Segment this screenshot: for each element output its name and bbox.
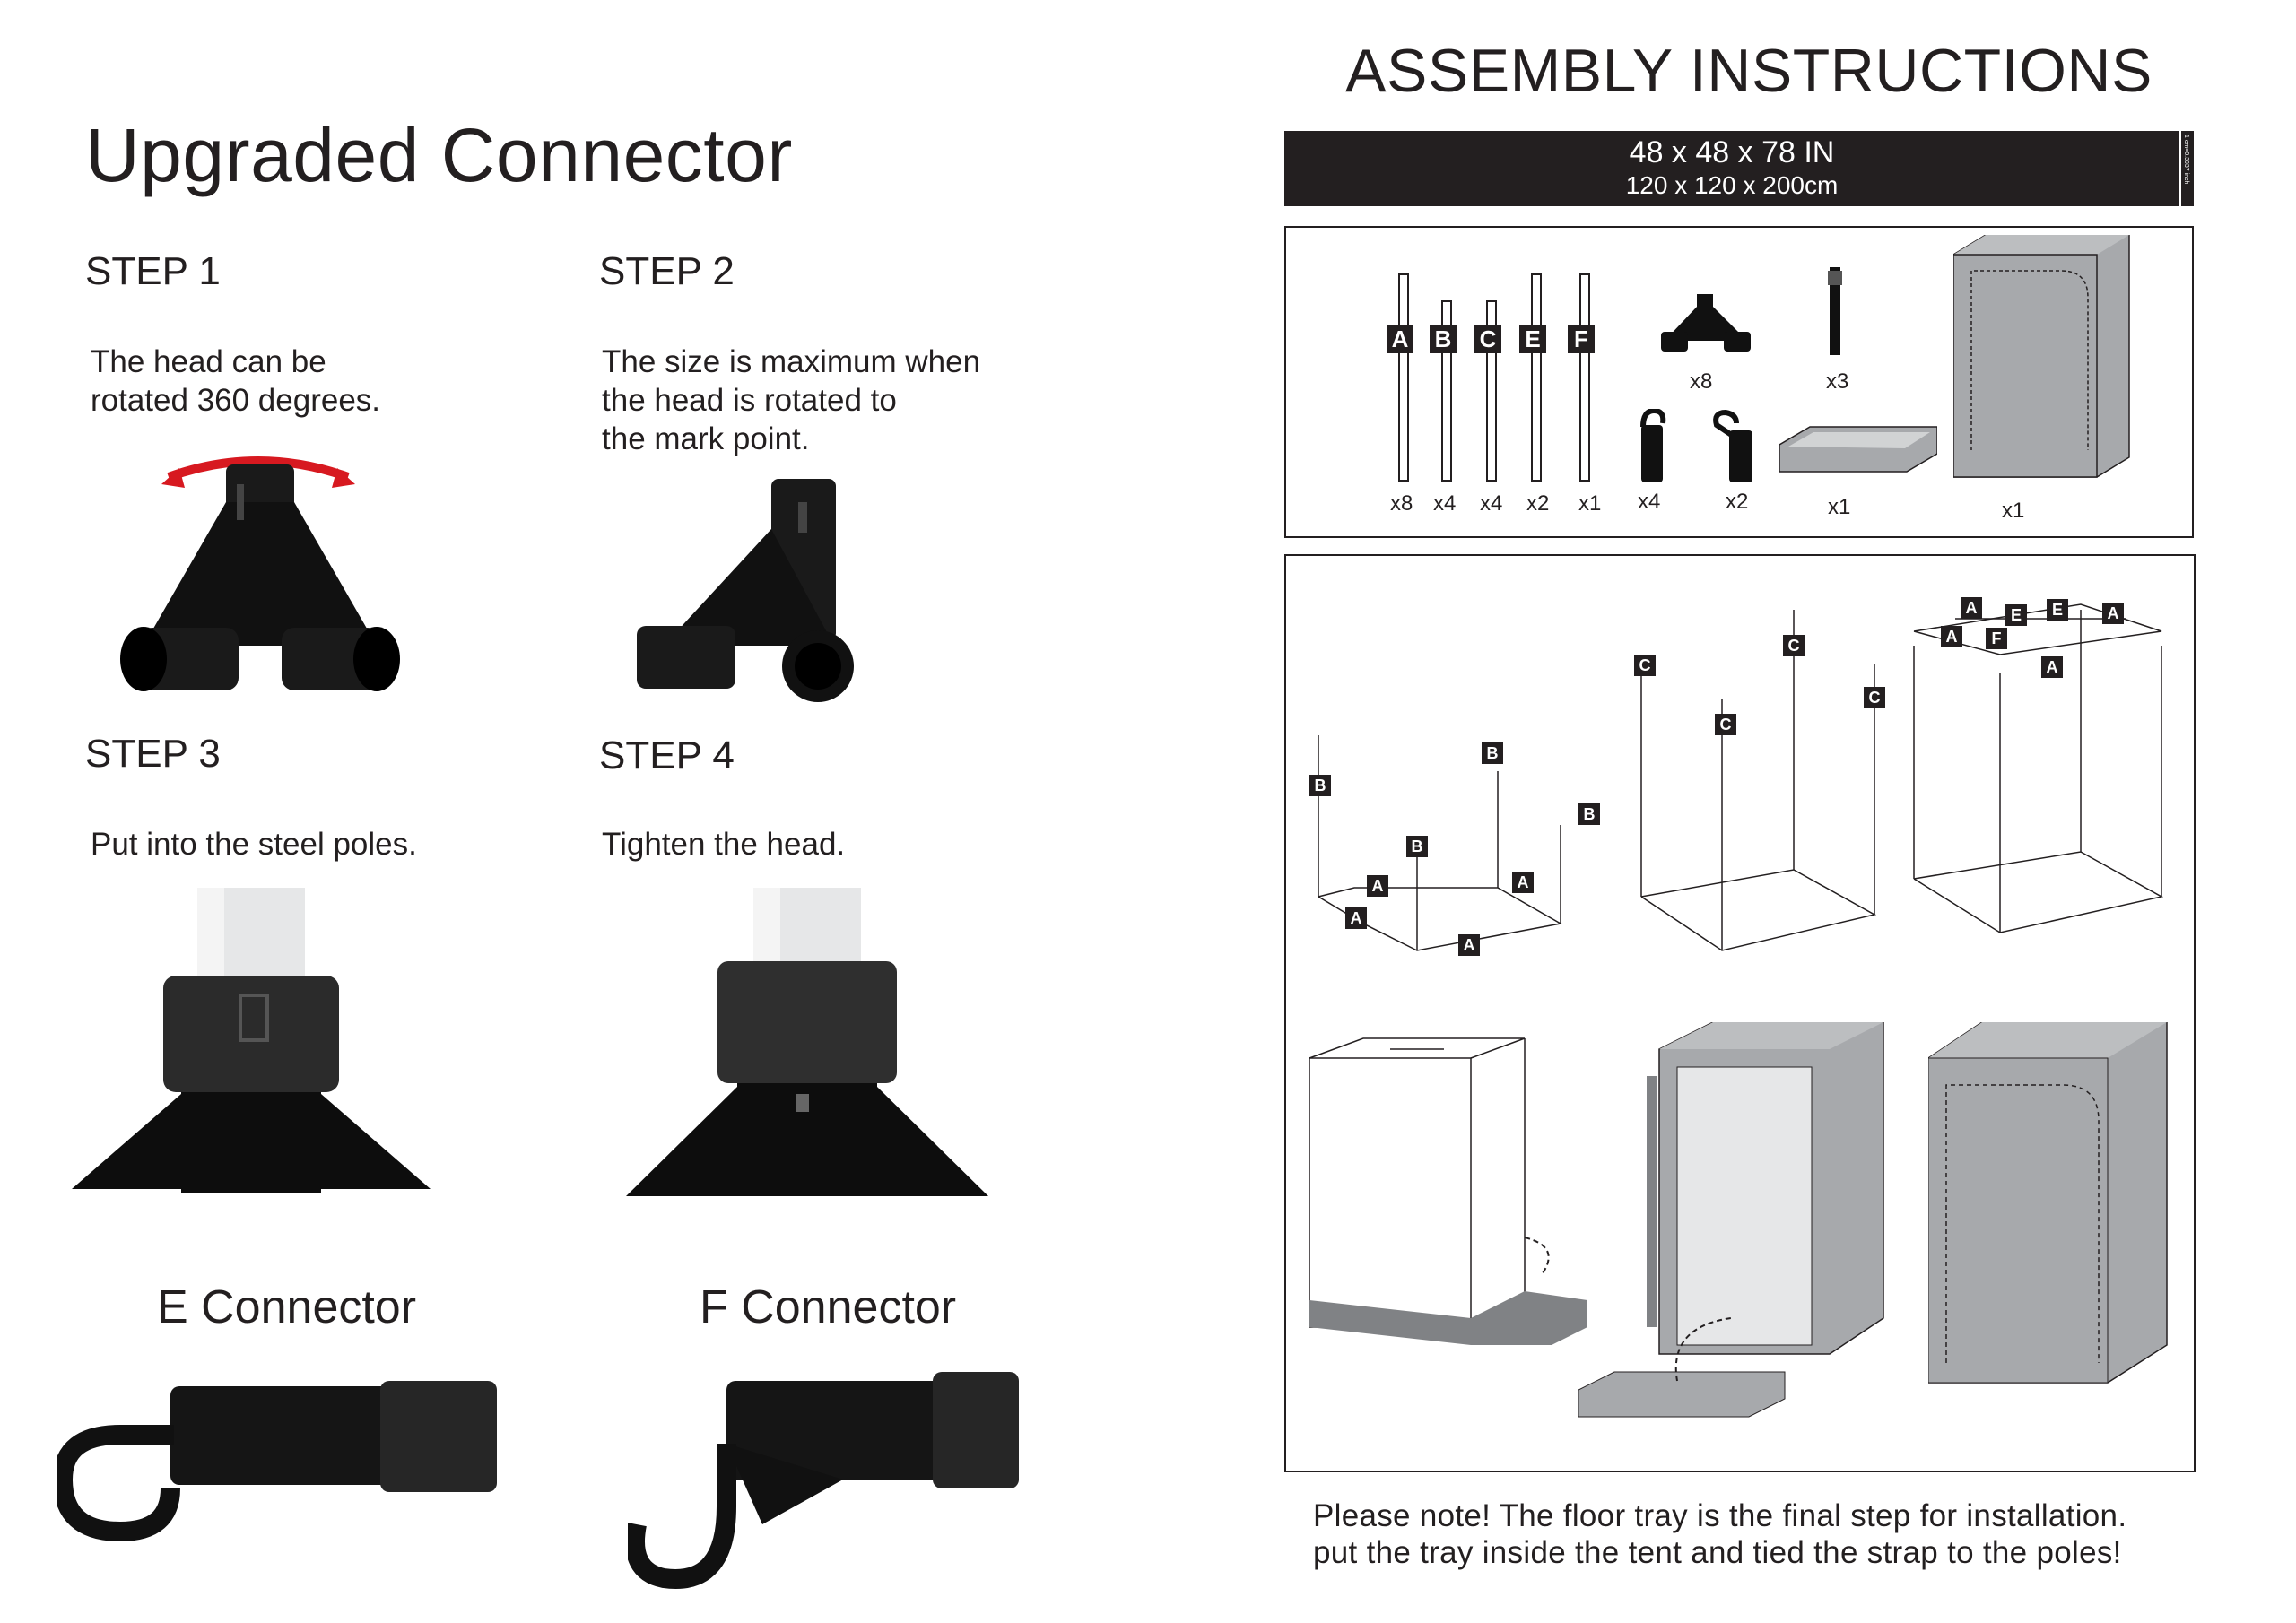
parts-list-box xyxy=(1284,226,2194,538)
qty-tray: x1 xyxy=(1828,495,1851,519)
qty-f-connector: x2 xyxy=(1726,490,1749,514)
qty-pole-a: x8 xyxy=(1390,491,1413,516)
qty-pole-b: x4 xyxy=(1433,491,1457,516)
label-b: B xyxy=(1406,836,1428,857)
pole-letters: A B C E F xyxy=(1387,325,1602,357)
label-c: C xyxy=(1715,714,1736,735)
page-title: Upgraded Connector xyxy=(85,113,793,197)
three-way-connector-rotation-photo xyxy=(120,456,400,691)
label-c: C xyxy=(1634,655,1656,676)
frame-step-4-diagram xyxy=(1309,1037,1587,1345)
qty-pole-c: x4 xyxy=(1480,491,1503,516)
f-connector-title: F Connector xyxy=(700,1281,957,1333)
label-c: C xyxy=(1783,635,1805,656)
dimensions-banner: 48 x 48 x 78 IN 120 x 120 x 200cm xyxy=(1284,131,2179,206)
label-e: E xyxy=(2005,604,2027,626)
qty-pole-f: x1 xyxy=(1578,491,1602,516)
step-1-label: STEP 1 xyxy=(85,249,221,293)
frame-step-1-diagram xyxy=(1318,735,1563,951)
qty-tent: x1 xyxy=(2002,499,2025,523)
step-3-text: Put into the steel poles. xyxy=(91,827,417,862)
closed-tent-diagram xyxy=(1928,1022,2168,1384)
pole-letter-e: E xyxy=(1519,325,1546,353)
pole-letter-a: A xyxy=(1387,325,1413,353)
e-connector-icon xyxy=(1640,409,1666,482)
dimensions-inches: 48 x 48 x 78 IN xyxy=(1629,135,1835,169)
label-e: E xyxy=(2047,599,2068,621)
step-2-text: The size is maximum when the head is rot… xyxy=(602,344,981,456)
pole-letter-c: C xyxy=(1474,325,1501,353)
scale-note: 1 cm=0.3937 inch xyxy=(2181,131,2194,206)
qty-strap: x3 xyxy=(1826,369,1849,394)
label-f: F xyxy=(1986,628,2007,649)
frame-step-2-diagram xyxy=(1640,610,1877,951)
tighten-head-photo xyxy=(626,888,988,1196)
label-a: A xyxy=(1961,597,1982,619)
label-a: A xyxy=(1941,626,1962,647)
step-4-text: Tighten the head. xyxy=(602,827,846,862)
label-b: B xyxy=(1482,742,1503,764)
steel-pole-insert-photo xyxy=(72,888,430,1193)
e-connector-photo xyxy=(57,1381,497,1542)
e-connector-title: E Connector xyxy=(157,1281,417,1333)
assembly-title: ASSEMBLY INSTRUCTIONS xyxy=(1345,37,2152,105)
f-connector-photo xyxy=(628,1372,1019,1589)
corner-connector-icon xyxy=(1661,294,1751,352)
frame-step-3-diagram xyxy=(1913,603,2164,933)
step-1-text: The head can be rotated 360 degrees. xyxy=(91,344,381,418)
dimensions-cm: 120 x 120 x 200cm xyxy=(1625,171,1839,199)
poles-diagram xyxy=(1398,273,1590,482)
connector-max-position-photo xyxy=(637,479,854,702)
installation-note: Please note! The floor tray is the final… xyxy=(1313,1498,2127,1570)
label-a: A xyxy=(2102,603,2124,624)
pole-letter-f: F xyxy=(1568,325,1595,353)
label-a: A xyxy=(1367,875,1388,897)
pole-letter-b: B xyxy=(1430,325,1457,353)
qty-e-connector: x4 xyxy=(1638,490,1661,514)
tent-cover-diagram xyxy=(1578,1022,1884,1418)
strap-icon xyxy=(1828,267,1842,355)
label-a: A xyxy=(2041,656,2063,678)
floor-tray-icon xyxy=(1779,426,1937,473)
label-b: B xyxy=(1309,775,1331,796)
assembly-steps-box xyxy=(1284,554,2196,1472)
step-3-label: STEP 3 xyxy=(85,732,221,776)
label-a: A xyxy=(1458,934,1480,956)
tent-icon xyxy=(1953,235,2130,478)
step-4-label: STEP 4 xyxy=(599,733,735,777)
label-b: B xyxy=(1578,803,1600,825)
label-c: C xyxy=(1864,687,1885,708)
qty-corner: x8 xyxy=(1690,369,1713,394)
f-connector-icon xyxy=(1713,409,1752,482)
label-a: A xyxy=(1345,907,1367,929)
rotation-arrow-icon xyxy=(167,456,350,482)
qty-pole-e: x2 xyxy=(1526,491,1550,516)
step-2-label: STEP 2 xyxy=(599,249,735,293)
label-a: A xyxy=(1512,872,1534,893)
